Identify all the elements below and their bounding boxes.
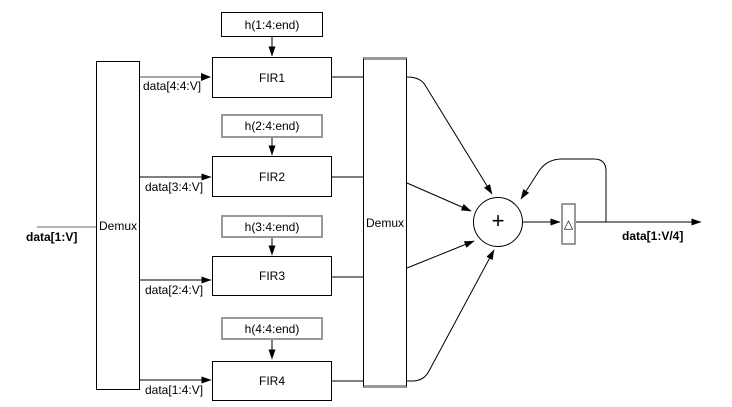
wire-demux2-to-summer-1 — [406, 76, 493, 195]
fir-block-4: FIR4 — [212, 361, 332, 401]
wire-demux2-to-summer-3 — [406, 240, 475, 269]
coeff-box-2: h(2:4:end) — [221, 114, 323, 138]
coeff-box-4-label: h(4:4:end) — [244, 321, 300, 336]
demux-output-block: Demux — [363, 57, 407, 388]
wire-label-branch-1: data[4:4:V] — [143, 79, 202, 93]
fir-block-4-label: FIR4 — [258, 374, 285, 388]
coeff-box-3: h(3:4:end) — [221, 215, 323, 238]
wire-label-branch-2: data[3:4:V] — [145, 180, 204, 194]
coeff-box-1: h(1:4:end) — [221, 12, 323, 37]
wire-demux2-to-summer-2 — [406, 182, 472, 212]
fir-block-3-label: FIR3 — [258, 269, 285, 283]
fir-block-2: FIR2 — [212, 156, 332, 197]
fir-block-1: FIR1 — [212, 57, 332, 98]
arrowhead-fir1-input — [201, 73, 211, 81]
coeff-box-3-label: h(3:4:end) — [244, 219, 300, 234]
fir-block-3: FIR3 — [212, 256, 332, 296]
demux-output-label: Demux — [365, 215, 404, 230]
input-signal-label: data[1:V] — [26, 230, 78, 244]
coeff-box-2-label: h(2:4:end) — [244, 119, 300, 133]
fir-block-1-label: FIR1 — [258, 70, 285, 85]
delay-triangle-icon: △ — [563, 217, 574, 231]
demux-input-label: Demux — [98, 218, 137, 233]
plus-icon: + — [491, 208, 505, 233]
fir-block-2-label: FIR2 — [258, 169, 285, 184]
output-signal-label: data[1:V/4] — [622, 229, 684, 243]
demux-input-block: Demux — [96, 61, 140, 390]
delay-block: △ — [561, 203, 576, 245]
wire-demux2-to-summer-4 — [407, 249, 495, 382]
summing-junction: + — [473, 197, 523, 247]
coeff-box-4: h(4:4:end) — [221, 317, 323, 340]
wire-feedback-loop — [520, 158, 607, 222]
wire-label-branch-4: data[1:4:V] — [145, 383, 204, 397]
wire-label-branch-3: data[2:4:V] — [145, 283, 204, 297]
coeff-box-1-label: h(1:4:end) — [244, 17, 300, 32]
